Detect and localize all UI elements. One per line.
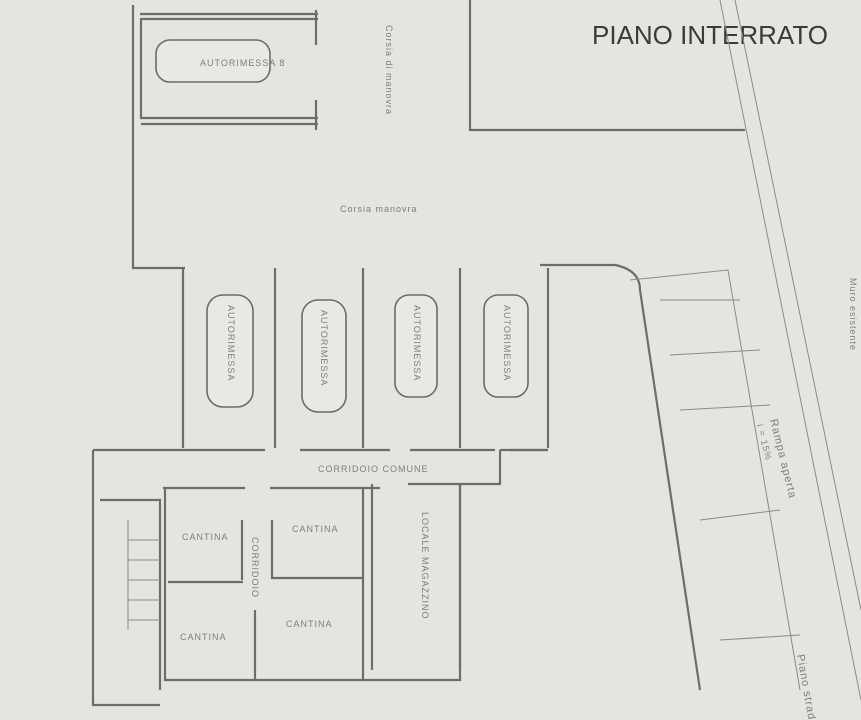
car-icon	[206, 294, 254, 408]
cellar-label: CANTINA	[182, 532, 229, 542]
common-corridor-label: CORRIDOIO COMUNE	[318, 464, 429, 474]
corridor-label: CORRIDOIO	[250, 537, 260, 598]
car-icon	[155, 39, 271, 83]
garage-label: AUTORIMESSA	[502, 305, 512, 381]
cellars: CANTINA CANTINA CANTINA CANTINA CORRIDOI…	[91, 448, 548, 707]
car-icon	[301, 299, 347, 413]
car-icon	[394, 294, 438, 398]
garage-label: AUTORIMESSA	[319, 310, 329, 386]
garage-label: AUTORIMESSA	[226, 305, 236, 381]
top-garage: AUTORIMESSA 8 Corsia di manovra	[131, 0, 745, 270]
aisle-vertical-label: Corsia di manovra	[384, 25, 394, 115]
garage-label: AUTORIMESSA	[412, 305, 422, 381]
cellar-label: CANTINA	[292, 524, 339, 534]
parking-stalls: AUTORIMESSA AUTORIMESSA AUTORIMESSA AUTO…	[181, 268, 550, 452]
car-icon	[483, 294, 529, 398]
existing-wall-label: Muro esistente	[848, 278, 858, 351]
plan-title: PIANO INTERRATO	[592, 20, 828, 50]
top-garage-label: AUTORIMESSA 8	[200, 58, 285, 68]
storage-label: LOCALE MAGAZZINO	[420, 512, 430, 620]
cellar-label: CANTINA	[180, 632, 227, 642]
aisle-label: Corsia manovra	[340, 204, 418, 214]
cellar-label: CANTINA	[286, 619, 333, 629]
